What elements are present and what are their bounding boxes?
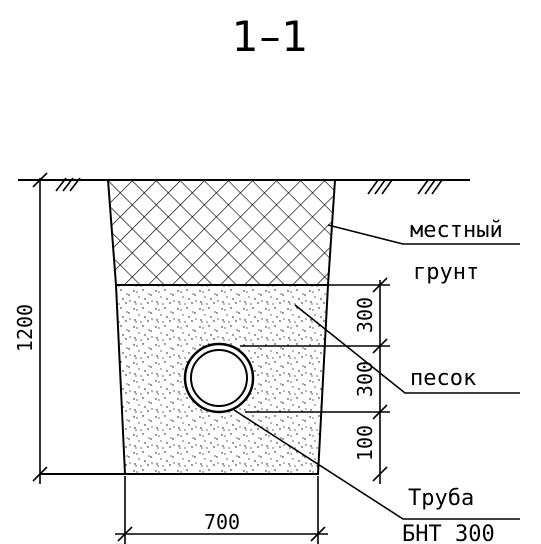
width-dimension bbox=[115, 476, 328, 544]
bottom-sand-dimension-label: 100 bbox=[353, 425, 377, 461]
section-title: 1–1 bbox=[231, 12, 310, 61]
sand-label: песок bbox=[410, 366, 476, 391]
ground-hatch-marks bbox=[55, 177, 443, 195]
soil-label-line1: местный bbox=[410, 218, 503, 243]
top-sand-dimension-label: 300 bbox=[353, 297, 377, 333]
soil-label-line2: грунт bbox=[413, 260, 479, 285]
local-soil-backfill bbox=[106, 179, 337, 286]
leader-lines bbox=[233, 224, 520, 520]
soil-leader bbox=[327, 224, 520, 245]
sand-dimension-chain bbox=[240, 277, 390, 484]
pipe bbox=[183, 342, 255, 414]
mid-sand-dimension-label: 300 bbox=[353, 361, 377, 397]
pipe-leader bbox=[233, 409, 520, 520]
sand-leader bbox=[294, 304, 520, 394]
pipe-label-line2: БНТ 300 bbox=[402, 522, 495, 544]
width-dimension-label: 700 bbox=[204, 510, 240, 534]
depth-dimension bbox=[32, 172, 48, 484]
depth-dimension-label: 1200 bbox=[13, 304, 37, 352]
pipe-label-line1: Труба bbox=[408, 486, 474, 511]
